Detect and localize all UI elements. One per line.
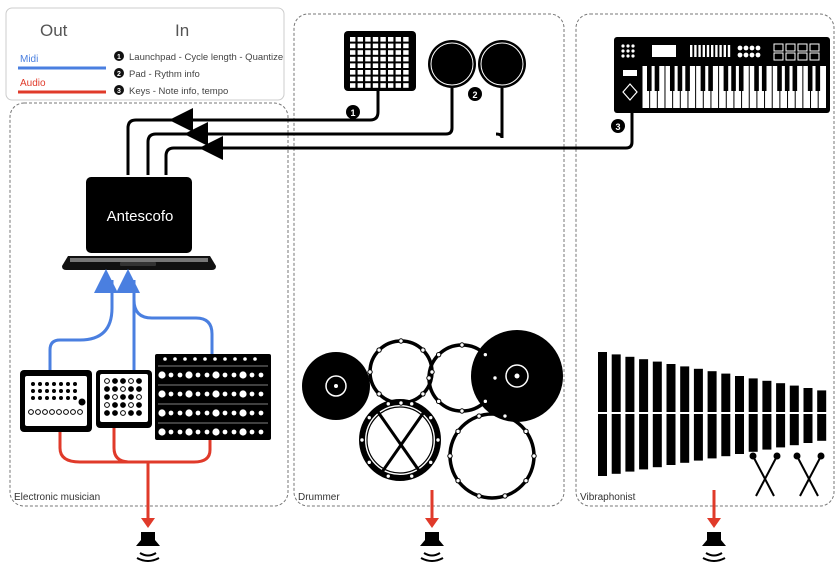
midi-cable-left — [48, 280, 114, 370]
legend-box — [5, 7, 285, 101]
zone-label-drummer: Drummer — [298, 492, 340, 503]
vibraphone-icon — [598, 352, 827, 497]
legend-item-1: 1 Launchpad - Cycle length - Quantize — [114, 51, 283, 63]
audio-cables — [58, 428, 716, 524]
launchpad-icon — [344, 31, 416, 91]
keyboard-white-keys — [641, 66, 826, 108]
badge-pads: 2 — [468, 87, 482, 101]
synth-module-icon — [20, 370, 92, 432]
legend: Out In Midi Audio 1 Launchpad - Cycle le… — [5, 7, 285, 101]
zone-label-electronic: Electronic musician — [14, 492, 100, 503]
legend-badge-2-text: 2 — [117, 71, 121, 78]
launchpad-grid — [350, 37, 409, 88]
cable-pad-1 — [184, 88, 454, 146]
legend-badge-1 — [114, 51, 124, 61]
zone-vibraphonist-frame — [575, 13, 835, 507]
legend-badge-2 — [114, 68, 124, 78]
laptop-label: Antescofo — [107, 208, 174, 225]
audio-cable-3 — [148, 440, 212, 464]
cable-keyboard — [199, 112, 634, 160]
synth-module-icon — [155, 354, 271, 440]
zone-electronic-frame — [9, 102, 289, 507]
drum-pad-icon — [428, 40, 526, 88]
legend-badge-1-text: 1 — [117, 54, 121, 61]
midi-cable-right — [132, 299, 214, 354]
speaker-icon — [702, 532, 726, 562]
drum-lugs — [359, 338, 537, 499]
legend-item-3: 3 Keys - Note info, tempo — [114, 85, 228, 97]
synth-module-icon — [96, 370, 152, 428]
legend-item-2: 2 Pad - Rythm info — [114, 68, 200, 80]
module-2-controls — [104, 378, 142, 416]
cable-to-laptop-3 — [164, 146, 205, 175]
legend-midi-label: Midi — [20, 54, 38, 65]
cable-to-laptop-2 — [146, 132, 190, 175]
legend-badge-3-text: 3 — [117, 88, 121, 95]
midi-keyboard-icon — [614, 37, 830, 113]
laptop-icon: Antescofo — [62, 177, 216, 270]
cable-pad-2 — [495, 88, 504, 139]
audio-cable-1 — [58, 432, 148, 464]
legend-item-1-text: Launchpad - Cycle length - Quantize — [129, 52, 283, 63]
legend-audio-label: Audio — [20, 78, 46, 89]
speaker-icon — [420, 532, 444, 562]
legend-in-header: In — [175, 21, 189, 40]
legend-badge-3 — [114, 85, 124, 95]
cable-launchpad — [169, 88, 380, 132]
audio-cable-2 — [112, 428, 148, 464]
mallets — [753, 457, 821, 497]
zone-label-vibraphonist: Vibraphonist — [580, 492, 636, 503]
badge-launchpad: 1 — [346, 105, 360, 119]
midi-cables — [48, 269, 214, 370]
module-1-controls — [28, 382, 86, 415]
badge-keyboard: 3 — [611, 119, 625, 133]
badge-launchpad-text: 1 — [350, 108, 355, 118]
legend-item-2-text: Pad - Rythm info — [129, 69, 200, 80]
control-cables — [126, 88, 634, 175]
zone-drummer-frame — [293, 13, 565, 507]
speaker-icon — [136, 532, 160, 562]
legend-out-header: Out — [40, 21, 68, 40]
vibraphone-bars — [598, 352, 827, 476]
audio-arrowheads — [141, 518, 721, 528]
drum-kit-icon — [302, 330, 563, 500]
legend-item-3-text: Keys - Note info, tempo — [129, 86, 228, 97]
cable-to-laptop-1 — [126, 118, 175, 175]
keyboard-controls — [621, 43, 820, 61]
badge-pads-text: 2 — [472, 90, 477, 100]
badge-keyboard-text: 3 — [615, 122, 620, 132]
module-3-controls — [158, 357, 268, 436]
